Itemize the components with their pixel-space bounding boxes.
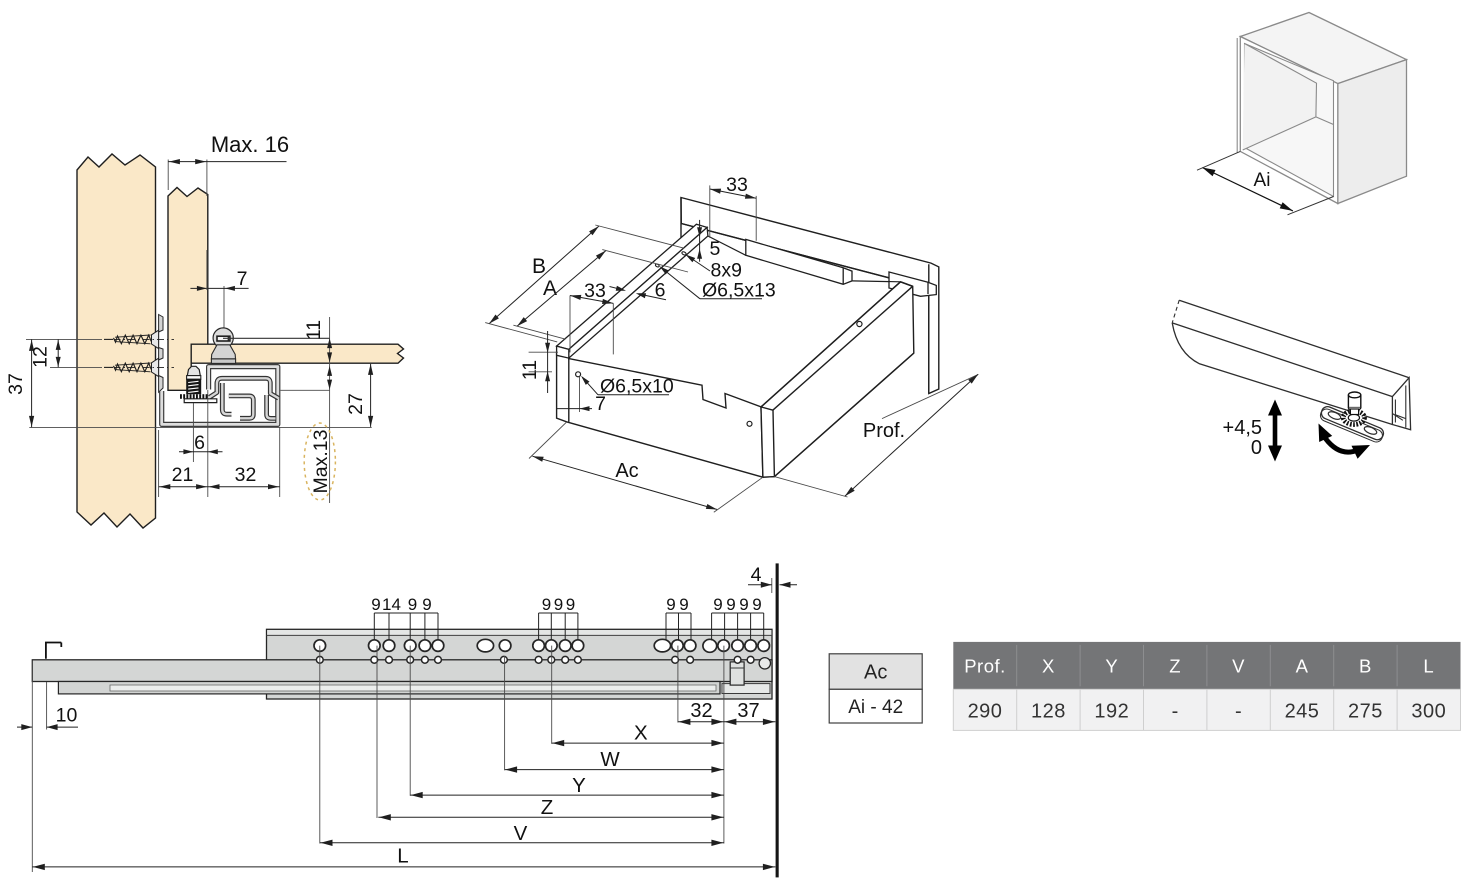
svg-text:V: V	[1232, 656, 1245, 677]
svg-text:X: X	[1042, 656, 1055, 677]
svg-text:33: 33	[726, 174, 748, 196]
svg-text:6: 6	[194, 432, 205, 454]
svg-text:X: X	[634, 722, 648, 745]
svg-text:W: W	[600, 748, 620, 771]
svg-text:275: 275	[1348, 701, 1383, 723]
svg-text:12: 12	[30, 346, 52, 368]
svg-text:5: 5	[710, 238, 721, 260]
svg-text:Z: Z	[541, 796, 554, 819]
svg-text:Ai: Ai	[1254, 170, 1271, 191]
svg-text:+4,5: +4,5	[1223, 417, 1262, 439]
svg-text:Y: Y	[572, 774, 586, 797]
svg-text:-: -	[1235, 701, 1242, 723]
svg-text:Prof.: Prof.	[964, 656, 1006, 677]
svg-text:9: 9	[408, 595, 417, 614]
svg-text:245: 245	[1285, 701, 1320, 723]
svg-text:L: L	[397, 845, 408, 868]
svg-text:Ai - 42: Ai - 42	[848, 697, 903, 718]
svg-text:37: 37	[737, 700, 759, 722]
svg-text:Ø6,5x13: Ø6,5x13	[702, 280, 776, 302]
svg-text:9: 9	[566, 595, 575, 614]
svg-text:32: 32	[235, 464, 257, 486]
svg-text:4: 4	[751, 564, 762, 586]
svg-text:Max.13: Max.13	[310, 430, 332, 494]
svg-text:9: 9	[726, 595, 735, 614]
svg-text:9: 9	[554, 595, 563, 614]
svg-text:7: 7	[237, 268, 248, 290]
svg-text:192: 192	[1094, 701, 1129, 723]
svg-text:11: 11	[519, 360, 541, 380]
svg-text:Z: Z	[1169, 656, 1181, 677]
svg-text:37: 37	[5, 373, 27, 395]
svg-text:Max. 16: Max. 16	[211, 132, 289, 157]
svg-text:290: 290	[968, 701, 1003, 723]
svg-text:B: B	[532, 255, 546, 278]
svg-text:L: L	[1423, 656, 1434, 677]
svg-text:9: 9	[679, 595, 688, 614]
svg-text:7: 7	[595, 393, 606, 415]
svg-text:Ac: Ac	[615, 460, 638, 482]
svg-text:9: 9	[739, 595, 748, 614]
svg-text:V: V	[514, 822, 528, 845]
svg-text:14: 14	[382, 595, 401, 614]
svg-text:9: 9	[542, 595, 551, 614]
svg-text:11: 11	[303, 320, 325, 340]
svg-text:0: 0	[1251, 437, 1262, 459]
svg-text:Ø6,5x10: Ø6,5x10	[600, 376, 674, 398]
svg-text:9: 9	[713, 595, 722, 614]
svg-text:A: A	[1296, 656, 1309, 677]
svg-text:6: 6	[655, 280, 666, 302]
svg-text:21: 21	[172, 464, 194, 486]
svg-text:B: B	[1359, 656, 1372, 677]
svg-text:10: 10	[56, 705, 78, 727]
svg-text:32: 32	[690, 700, 712, 722]
svg-text:Y: Y	[1105, 656, 1118, 677]
svg-text:9: 9	[422, 595, 431, 614]
svg-text:-: -	[1172, 701, 1179, 723]
svg-text:A: A	[543, 277, 557, 300]
svg-text:27: 27	[345, 393, 367, 415]
svg-text:33: 33	[584, 280, 606, 302]
svg-text:Ac: Ac	[864, 662, 887, 684]
svg-text:9: 9	[371, 595, 380, 614]
svg-text:128: 128	[1031, 701, 1066, 723]
svg-text:9: 9	[666, 595, 675, 614]
svg-text:9: 9	[752, 595, 761, 614]
svg-text:Prof.: Prof.	[863, 420, 905, 442]
svg-text:300: 300	[1411, 701, 1446, 723]
svg-text:8x9: 8x9	[711, 260, 742, 282]
